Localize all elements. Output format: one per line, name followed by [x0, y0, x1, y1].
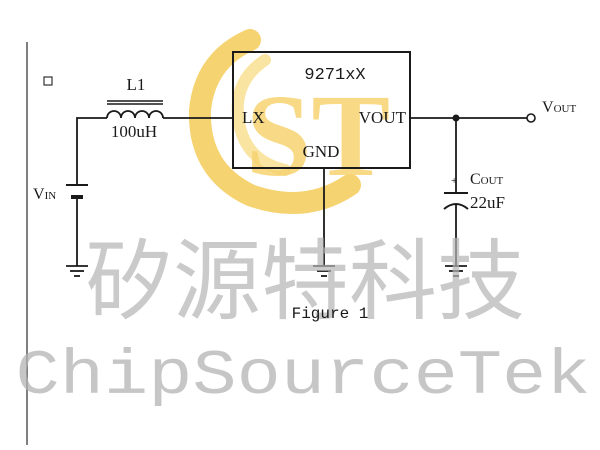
inductor-value: 100uH	[111, 122, 157, 141]
output-label: VOUT	[542, 99, 576, 116]
watermark-chinese: 矽源特科技	[85, 230, 525, 333]
capacitor-value: 22uF	[470, 193, 505, 212]
capacitor-polarity: +	[451, 175, 457, 187]
logo-letters: ST	[246, 70, 390, 201]
ic-chip-name: 9271xX	[304, 66, 365, 85]
ic-pin-vout: VOUT	[359, 108, 407, 127]
output-terminal-icon	[526, 113, 536, 123]
capacitor-label-sub: OUT	[481, 175, 504, 187]
capacitor-label-main: C	[470, 171, 481, 188]
junction-dot	[452, 114, 460, 122]
st-logo-watermark: ST	[188, 29, 390, 214]
logo-swoosh-inner-icon	[231, 54, 291, 176]
source-label-sub: IN	[45, 190, 57, 202]
watermark-english: ChipSourceTek	[16, 341, 591, 412]
output-label-sub: OUT	[554, 103, 577, 115]
ic-pin-gnd: GND	[303, 142, 340, 161]
battery-source-icon	[66, 184, 88, 199]
ground-symbol-input-icon	[66, 265, 88, 277]
figure-caption: Figure 1	[292, 305, 369, 323]
source-label: VIN	[33, 186, 56, 203]
ground-symbol-ic-icon	[313, 265, 335, 277]
capacitor-icon	[443, 192, 469, 210]
ground-symbol-output-icon	[445, 265, 467, 277]
ic-chip-body	[232, 51, 411, 169]
wire-input-top	[76, 117, 107, 184]
inductor-coil-icon	[106, 100, 164, 119]
inductor-ref: L1	[127, 75, 146, 94]
capacitor-label: COUT	[470, 171, 504, 188]
corner-square-icon	[43, 76, 53, 86]
ic-pin-lx: LX	[242, 108, 265, 127]
output-label-main: V	[542, 99, 554, 116]
logo-swoosh-icon	[188, 29, 361, 214]
wires	[76, 117, 527, 266]
source-label-main: V	[33, 186, 45, 203]
